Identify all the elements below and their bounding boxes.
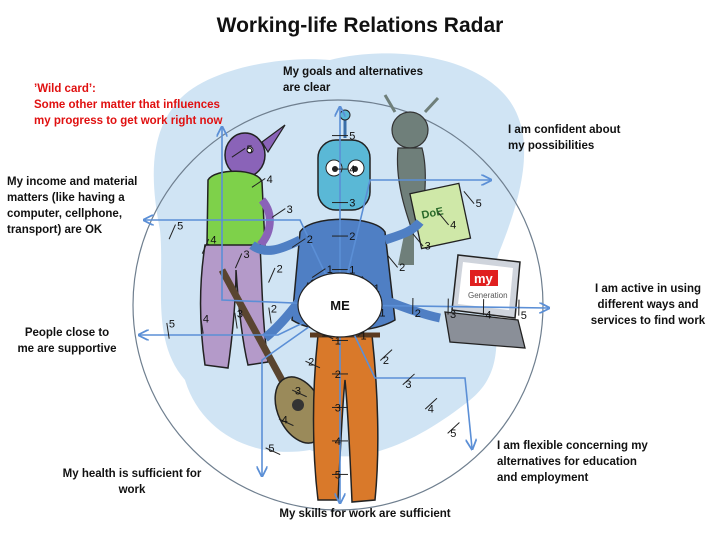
axis-skills-scale-4: 4 <box>335 436 341 448</box>
axis-health-tick <box>291 389 307 398</box>
axis-health-tick <box>305 360 321 369</box>
axis-health-scale-3: 3 <box>295 385 301 397</box>
axis-confident-tick <box>386 254 399 268</box>
axis-people-scale-3: 3 <box>237 308 243 320</box>
axis-goals-scale-1: 1 <box>349 265 355 277</box>
axis-flexible-scale-3: 3 <box>405 379 411 391</box>
axis-active-scale-3: 3 <box>450 309 456 321</box>
axis-confident <box>339 180 490 306</box>
axis-goals-scale-3: 3 <box>349 198 355 210</box>
document-figure: DoE <box>409 182 472 250</box>
purple-creature-figure <box>199 124 286 369</box>
axis-wild-tick <box>231 147 246 158</box>
axis-flexible-tick <box>402 373 415 386</box>
axis-active-scale-1: 1 <box>379 308 385 320</box>
axis-skills-scale-2: 2 <box>335 369 341 381</box>
axis-flexible <box>339 304 472 448</box>
axis-income-tick <box>168 224 176 240</box>
center-label: ME <box>330 298 350 313</box>
label-wild-card: ’Wild card’:Some other matter that influ… <box>34 83 223 127</box>
axis-income-scale-4: 4 <box>210 235 216 247</box>
axis-health-tick <box>265 447 281 455</box>
axis-wild-tick <box>251 178 266 188</box>
axis-flexible-tick <box>447 422 460 434</box>
axis-goals-scale-4: 4 <box>349 164 355 176</box>
axis-people-tick <box>268 307 272 324</box>
axis-income-tick <box>234 253 243 269</box>
axis-income-scale-5: 5 <box>177 220 183 232</box>
axis-active-scale-5: 5 <box>521 310 527 322</box>
axis-wild-scale-5: 5 <box>247 144 253 156</box>
axis-active-scale-2: 2 <box>415 308 421 320</box>
axis-wild-tick <box>271 208 286 218</box>
axis-goals-scale-2: 2 <box>349 231 355 243</box>
svg-text:my: my <box>474 271 494 286</box>
laptop-figure: my Generation <box>444 254 526 349</box>
axis-confident-tick <box>437 212 450 226</box>
axis-income-scale-2: 2 <box>277 264 283 276</box>
axis-health-scale-5: 5 <box>268 443 274 455</box>
axis-flexible-scale-1: 1 <box>360 331 366 343</box>
axis-flexible-scale-2: 2 <box>383 355 389 367</box>
label-skills: My skills for work are sufficient <box>279 508 451 520</box>
axis-people-tick <box>234 312 238 329</box>
axis-confident-scale-2: 2 <box>399 262 405 274</box>
guitar-figure <box>218 268 326 444</box>
axis-active-scale-4: 4 <box>485 309 491 321</box>
axis-confident-scale-4: 4 <box>450 219 456 231</box>
axis-wild-tick <box>291 238 306 248</box>
axis-confident-scale-3: 3 <box>425 241 431 253</box>
axis-confident-scale-5: 5 <box>476 198 482 210</box>
axis-income-tick <box>268 267 276 283</box>
axis-wild-scale-4: 4 <box>267 174 273 186</box>
axis-health-scale-2: 2 <box>308 356 314 368</box>
axis-confident-tick <box>412 233 424 247</box>
axis-people-tick <box>200 317 204 334</box>
axis-flexible-scale-4: 4 <box>428 404 434 416</box>
axis-skills-scale-5: 5 <box>335 469 341 481</box>
page-title: Working-life Relations Radar <box>216 14 504 37</box>
axis-flexible-scale-5: 5 <box>450 428 456 440</box>
axis-confident-tick <box>463 191 475 204</box>
axis-flexible-tick <box>424 397 438 410</box>
axis-wild-tick <box>311 268 326 278</box>
svg-text:DoE: DoE <box>421 205 445 221</box>
axis-people-scale-4: 4 <box>203 314 209 326</box>
axis-wild-scale-1: 1 <box>327 264 333 276</box>
axis-skills-scale-1: 1 <box>335 335 341 347</box>
axis-income-tick <box>201 238 210 254</box>
axis-goals-scale-5: 5 <box>349 131 355 143</box>
axis-skills-scale-3: 3 <box>335 402 341 414</box>
axis-people-scale-2: 2 <box>271 303 277 315</box>
axis-health-tick <box>278 418 294 427</box>
illustration: DoE my Generation <box>199 94 526 503</box>
axis-people-tick <box>166 322 170 339</box>
me-center <box>297 272 383 338</box>
axis-wild-scale-2: 2 <box>307 234 313 246</box>
axis-flexible-tick <box>379 349 393 361</box>
axis-health-scale-4: 4 <box>282 414 288 426</box>
axis-income-scale-3: 3 <box>243 249 249 261</box>
axis-wild-scale-3: 3 <box>287 204 293 216</box>
svg-text:Generation: Generation <box>468 291 508 300</box>
axis-people-scale-5: 5 <box>169 319 175 331</box>
